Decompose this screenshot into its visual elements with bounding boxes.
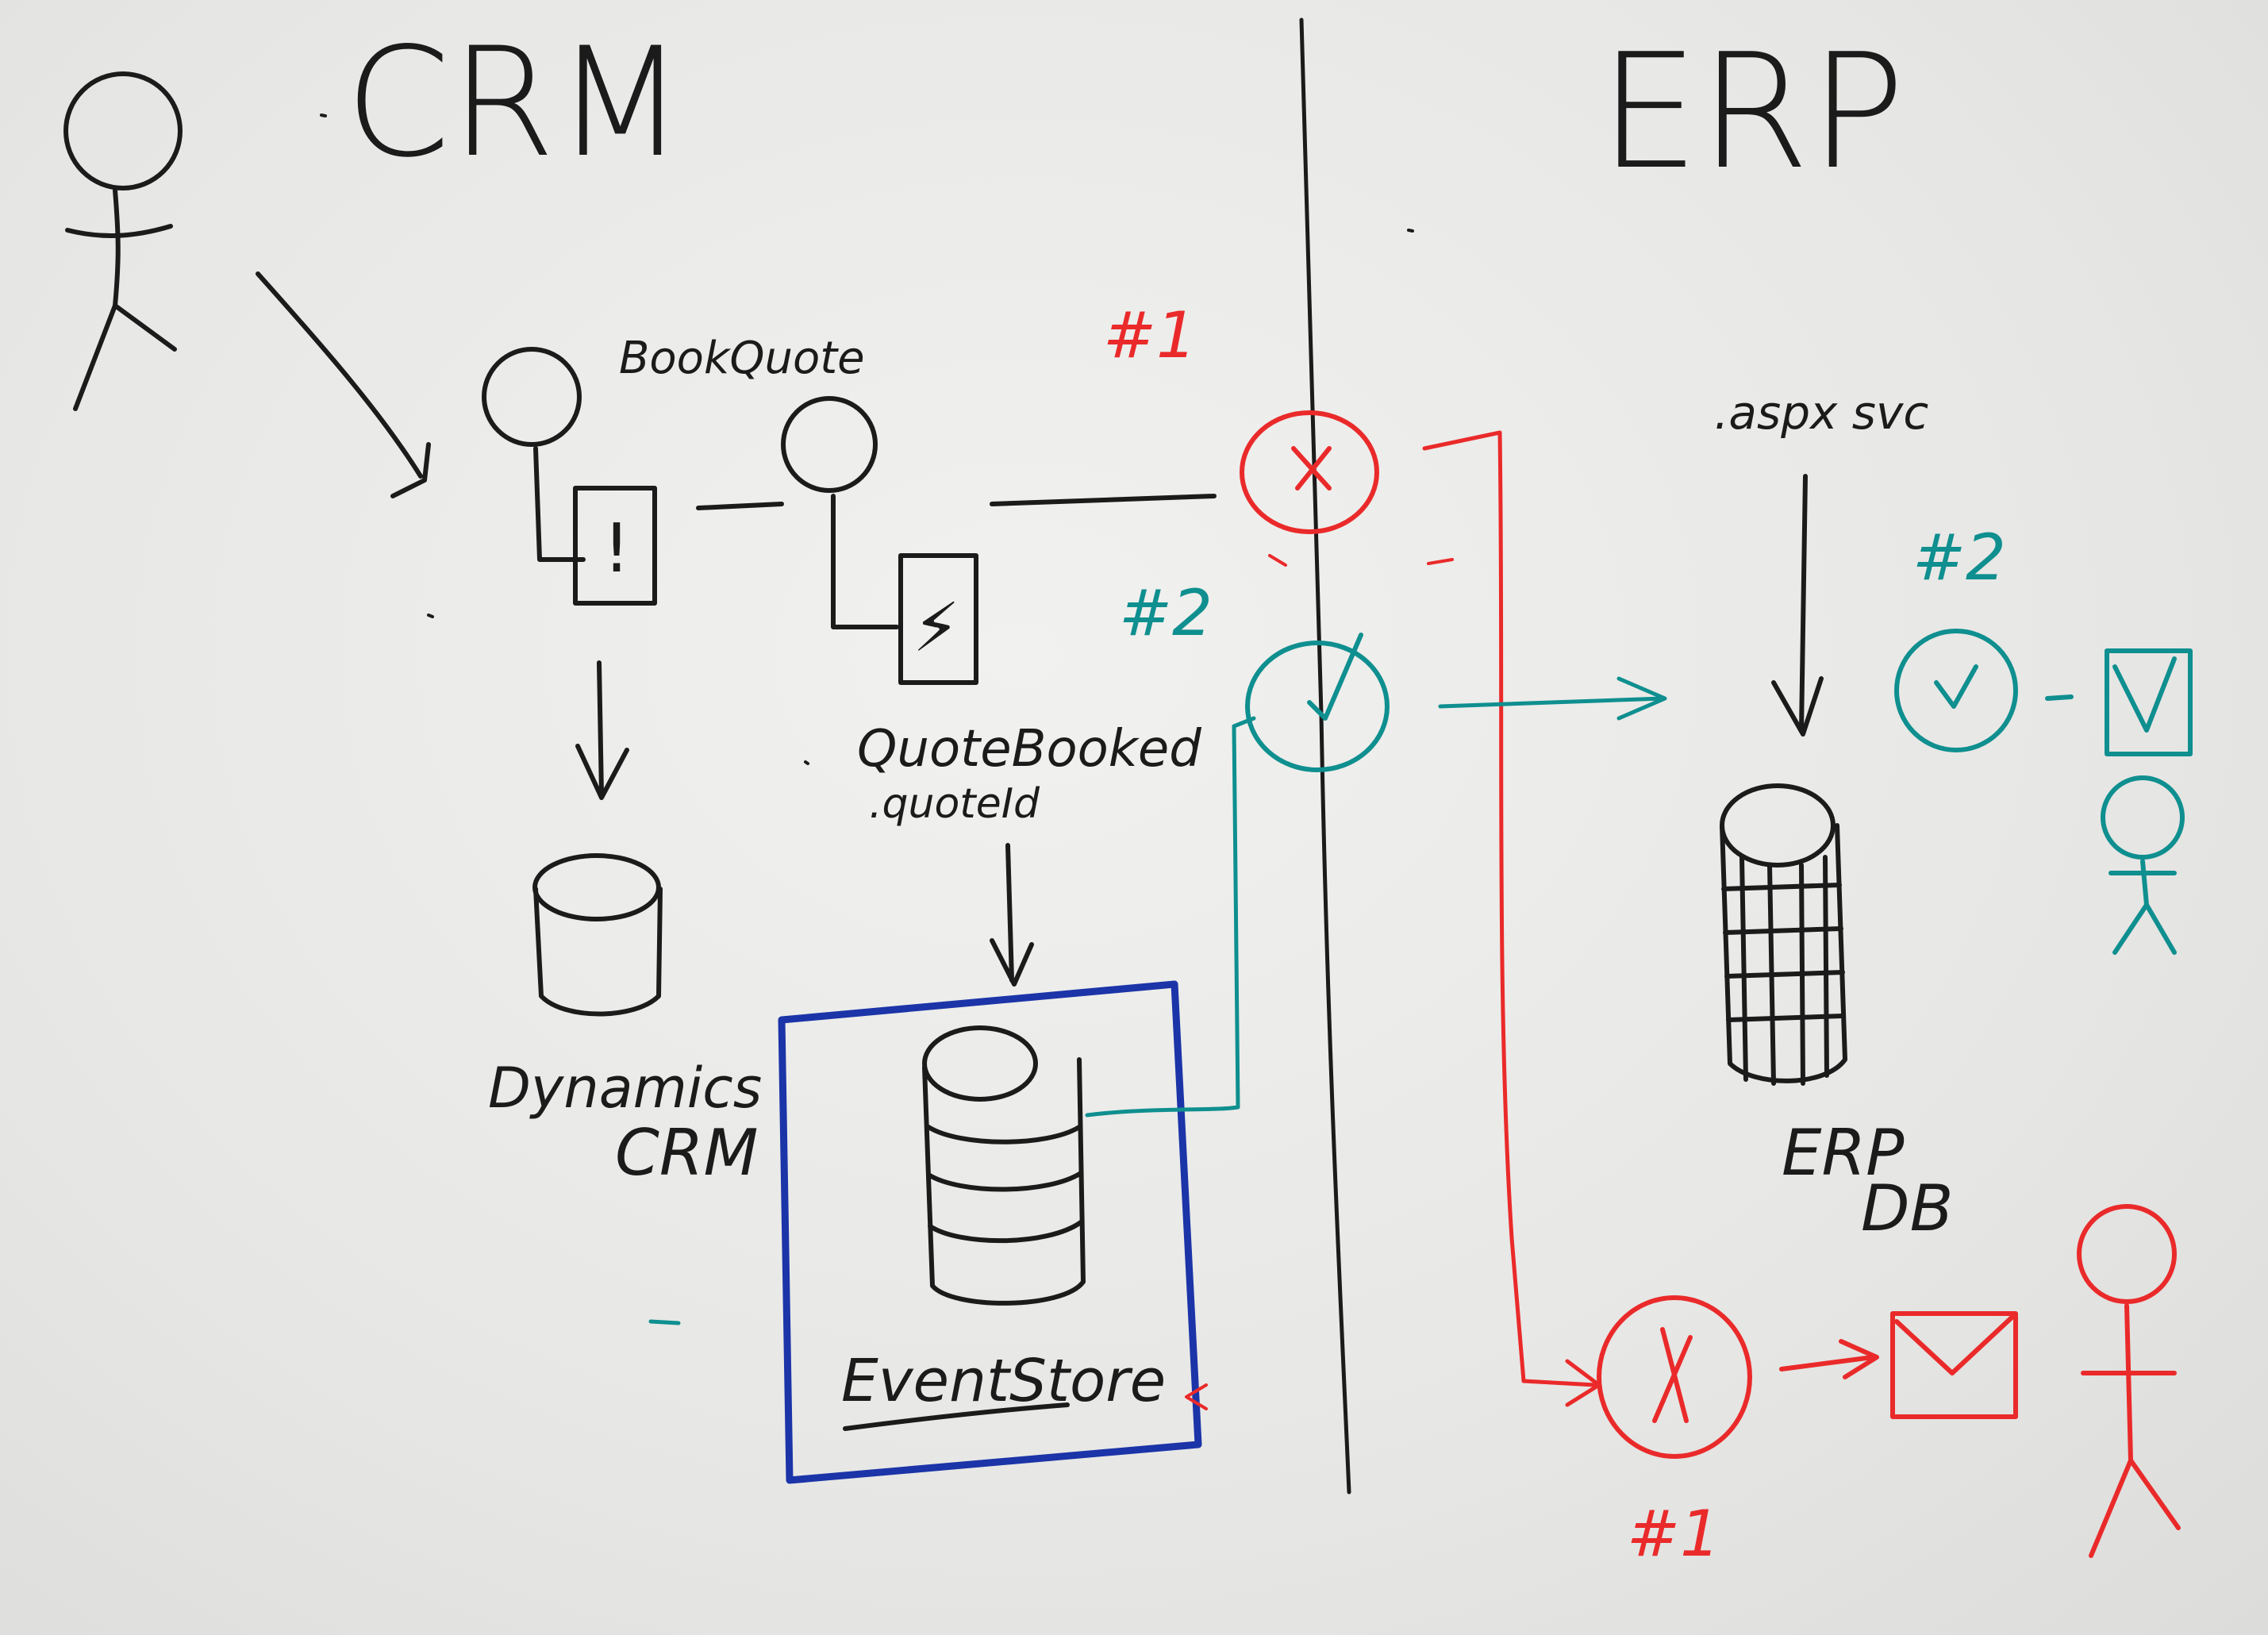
failure-to-email-arrow [1779,1339,1879,1379]
quote-booked-label: QuoteBooked [857,720,1201,779]
aspx-svc-label: .aspx svc [1714,386,1928,440]
event-store-underline [843,1402,1070,1431]
command-to-event-connector [696,502,784,510]
success-dash [2045,694,2074,701]
email-envelope-icon [1890,1311,2018,1419]
crm-title: CRM [345,15,686,190]
quote-booked-publisher-figure [781,396,899,629]
erp-db-label-line1: ERP [1782,1116,1905,1190]
red-marker-bottom: #1 [1627,1497,1720,1571]
successful-subscriber-circle [1245,633,1390,772]
erp-title: ERP [1599,20,1905,205]
event-store-database [922,1025,1086,1306]
event-store-box [778,980,1202,1484]
event-store-label: EventStore [841,1347,1166,1415]
crm-erp-divider [1299,17,1351,1495]
success-user-figure [2101,775,2185,955]
success-check-circle [1894,629,2018,752]
notified-user-figure [2077,1204,2181,1558]
dynamics-crm-label-line2: CRM [615,1116,758,1190]
failed-subscriber-dash [1268,554,1454,567]
failure-x-circle [1597,1295,1752,1459]
book-quote-label: BookQuote [619,333,865,384]
erp-db-label-line2: DB [1861,1171,1953,1245]
command-glyph: ! [603,510,630,588]
stray-black-dots [320,113,1414,765]
event-store-red-tick [1185,1383,1208,1410]
stray-teal-mark [648,1319,681,1325]
svc-to-erp-db-arrow [1771,474,1824,737]
subscriber-to-erp-arrow [1438,676,1667,721]
teal-marker-right: #2 [1912,521,2006,594]
dynamics-crm-database [532,853,663,1017]
command-to-crm-db-arrow [575,660,629,800]
book-quote-handler-figure [482,347,586,562]
user-stick-figure [63,71,183,411]
command-card [573,486,657,606]
event-glyph: ⚡ [913,589,960,667]
dynamics-crm-label-line1: Dynamics [488,1056,762,1121]
failed-subscriber-circle [1240,410,1379,534]
teal-marker-left: #2 [1119,576,1213,650]
eventstore-to-retry-line [1085,716,1256,1118]
red-marker-top: #1 [1103,298,1197,372]
quote-id-label: .quoteId [869,780,1040,828]
failure-notification-line [1422,430,1601,1407]
success-checkbox-icon [2105,648,2193,756]
event-card [898,553,978,685]
erp-database [1720,783,1847,1086]
user-to-command-arrow [256,271,431,498]
event-to-eventstore-arrow [990,843,1034,987]
event-to-subscriber-line [990,494,1217,506]
